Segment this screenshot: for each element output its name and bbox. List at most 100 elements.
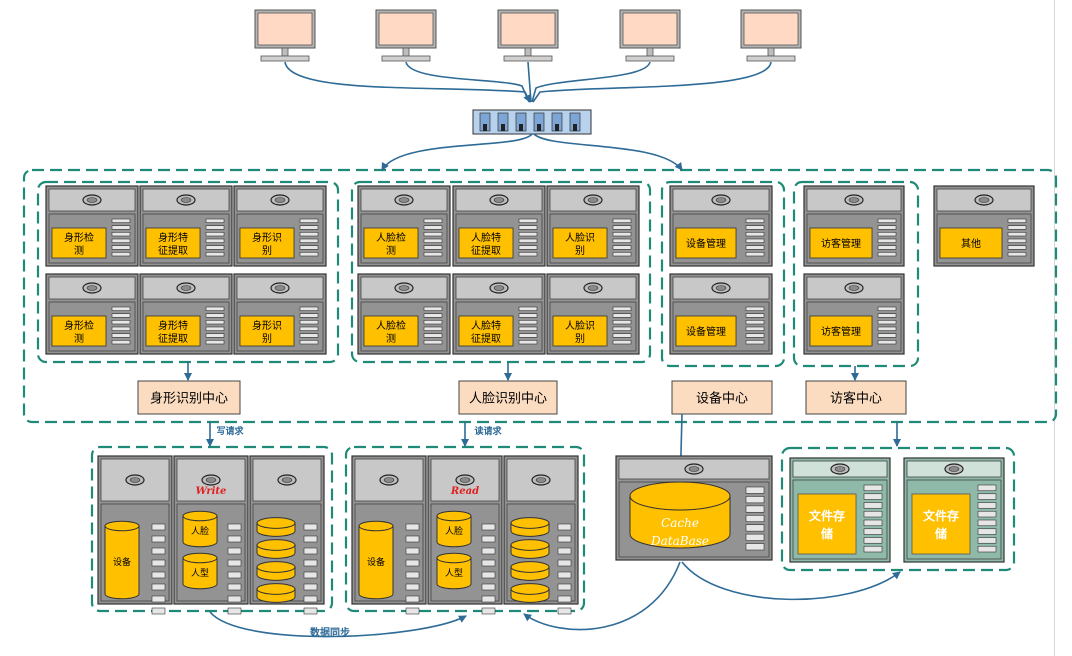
server-vent-slot xyxy=(423,252,443,257)
body-db-cylinder: 人型 xyxy=(436,552,472,590)
file-storage-text: 文件存 xyxy=(809,508,845,523)
server-vent-slot xyxy=(299,232,319,237)
server-vent-slot xyxy=(227,583,242,591)
write-db-group xyxy=(90,445,334,613)
service-label-text: 身形检 xyxy=(64,231,94,244)
server-vent-slot xyxy=(557,583,572,591)
service-label-text: 测 xyxy=(386,332,396,345)
server-vent-slot xyxy=(518,252,538,257)
switch-port-led xyxy=(483,124,487,131)
connector-monitor-5 xyxy=(532,61,772,103)
cylinder-top xyxy=(436,510,472,522)
monitor-screen xyxy=(257,12,313,46)
server-icon: 身形识别 xyxy=(233,185,327,267)
server-vent-slot xyxy=(111,313,131,318)
server-front-panel xyxy=(100,503,170,602)
server-vent-slot xyxy=(227,607,242,615)
server-vent-slot xyxy=(977,484,997,492)
file-storage-label-box xyxy=(911,493,971,555)
switch-port-led xyxy=(555,124,559,131)
storage-disc xyxy=(510,517,550,537)
server-vent-slot xyxy=(745,326,765,331)
server-icon: 其他 xyxy=(933,185,1035,267)
visitor-center: 访客中心 xyxy=(805,380,907,415)
service-label-text: 征提取 xyxy=(471,245,501,257)
server-vent-slot xyxy=(877,225,897,230)
server-front-panel xyxy=(455,301,543,352)
server-power-inner xyxy=(129,477,141,483)
server-vent-slot xyxy=(612,252,632,257)
server-vent-slot xyxy=(227,571,242,579)
server-front-panel xyxy=(48,301,136,352)
server-vent-slot xyxy=(299,218,319,223)
server-vent-slot xyxy=(151,559,166,567)
server-vent-slot xyxy=(405,535,420,543)
switch-port-led xyxy=(501,124,505,131)
server-vent-slot xyxy=(977,519,997,527)
monitor-screen xyxy=(743,12,799,46)
cylinder-top xyxy=(182,510,218,522)
server-vent-slot xyxy=(405,523,420,531)
service-label-text: 别 xyxy=(575,245,585,257)
server-icon: 访客管理 xyxy=(803,273,905,355)
server-vent-slot xyxy=(227,595,242,603)
service-label-text: 测 xyxy=(74,244,84,257)
server-vent-slot xyxy=(745,533,765,541)
server-vent-slot xyxy=(518,218,538,223)
server-icon: 人脸识别 xyxy=(546,185,640,267)
monitor-base xyxy=(503,55,553,62)
server-vent-slot xyxy=(557,595,572,603)
server-vent-slot xyxy=(745,245,765,250)
server-vent-slot xyxy=(877,340,897,345)
server-power-inner xyxy=(281,477,293,483)
server-vent-slot xyxy=(518,320,538,325)
switch-port-led xyxy=(573,124,577,131)
server-power-inner xyxy=(86,285,98,291)
server-power-inner xyxy=(274,197,286,203)
server-vent-slot xyxy=(111,306,131,311)
center-label: 设备中心 xyxy=(696,391,748,407)
cache-database-cylinder xyxy=(629,481,731,549)
center-label: 访客中心 xyxy=(830,391,882,407)
server-vent-slot xyxy=(863,502,883,509)
server-vent-slot xyxy=(303,535,318,543)
cylinder-top xyxy=(510,517,550,529)
service-label-box xyxy=(458,227,514,259)
server-vent-slot xyxy=(303,523,318,531)
server-vent-slot xyxy=(205,232,225,237)
service-label-box xyxy=(809,315,873,347)
monitor-screen xyxy=(622,12,678,46)
service-label-box xyxy=(145,315,201,347)
server-vent-slot xyxy=(151,547,166,555)
server-vent-slot xyxy=(205,313,225,318)
service-label-box xyxy=(675,227,737,259)
network-switch-icon xyxy=(472,109,592,135)
monitor-base xyxy=(381,55,431,62)
service-label-text: 人脸检 xyxy=(376,319,406,332)
server-vent-slot xyxy=(423,218,443,223)
server-vent-slot xyxy=(111,333,131,338)
server-vent-slot xyxy=(299,340,319,345)
server-power-inner xyxy=(715,285,727,291)
server-vent-slot xyxy=(877,326,897,331)
server-front-panel xyxy=(936,213,1032,264)
server-front-panel xyxy=(236,301,324,352)
cylinder-body xyxy=(182,516,218,548)
file-storage-text: 储 xyxy=(935,526,947,541)
service-label-text: 人脸检 xyxy=(376,231,406,244)
storage-disc xyxy=(510,583,550,603)
service-label-text: 征提取 xyxy=(471,333,501,345)
cylinder-label: 人脸 xyxy=(445,525,463,537)
server-vent-slot xyxy=(612,218,632,223)
server-vent-slot xyxy=(518,313,538,318)
server-vent-slot xyxy=(405,571,420,579)
cylinder-label: 设备 xyxy=(113,556,131,568)
face-recognition-center: 人脸识别中心 xyxy=(458,380,558,415)
monitor-neck xyxy=(281,47,289,57)
server-vent-slot xyxy=(303,571,318,579)
cylinder-body xyxy=(104,526,140,600)
server-icon: 设备管理 xyxy=(669,185,773,267)
service-label-text: 测 xyxy=(74,332,84,345)
